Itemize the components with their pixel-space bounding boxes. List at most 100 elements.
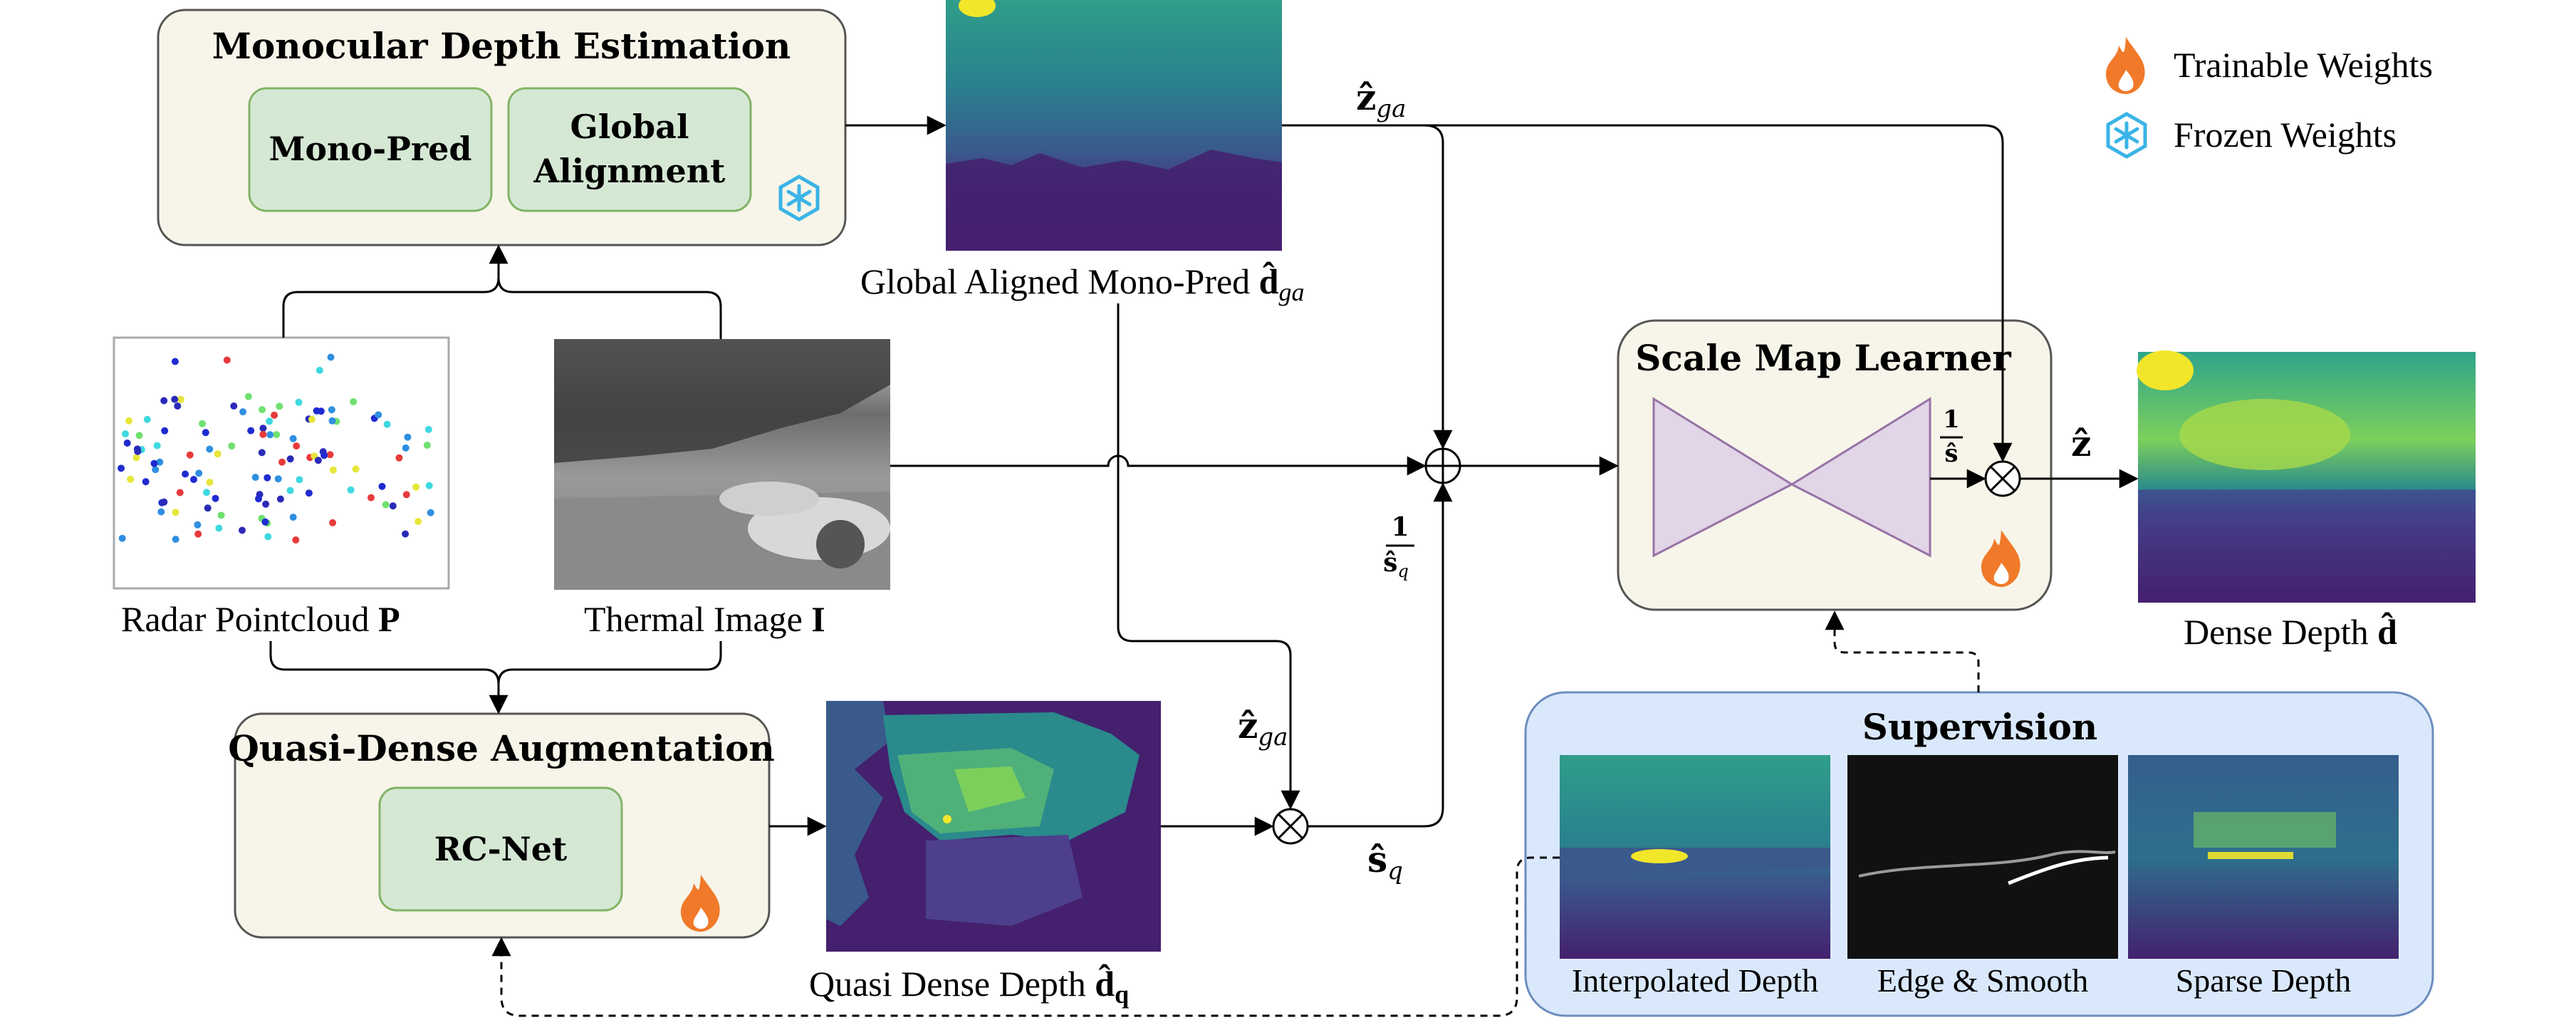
radar-point	[425, 482, 433, 489]
z-ga-top-label: ẑga	[1356, 76, 1406, 123]
radar-point	[266, 417, 273, 425]
radar-point	[276, 495, 284, 503]
radar-point	[150, 459, 158, 467]
interpolated-depth-label: Interpolated Depth	[1572, 962, 1818, 999]
radar-point	[177, 395, 184, 403]
scale-map-learner-block: Scale Map Learner 1 ŝ	[1617, 319, 2053, 611]
legend-trainable-label: Trainable Weights	[2174, 45, 2433, 85]
radar-point	[347, 486, 355, 494]
radar-point	[352, 465, 360, 473]
radar-point	[264, 474, 271, 482]
snowflake-icon	[778, 175, 820, 222]
fire-icon	[1981, 530, 2020, 587]
radar-point	[383, 420, 391, 428]
inverse-sq-fraction: 1 ŝq	[1383, 512, 1414, 581]
global-alignment-label-2: Alignment	[533, 152, 726, 190]
z-out-label: ẑ	[2071, 422, 2091, 464]
radar-point	[156, 458, 164, 466]
radar-point	[404, 433, 412, 441]
sum-operator-icon	[1424, 447, 1461, 484]
radar-point	[212, 494, 219, 502]
radar-point	[367, 494, 375, 501]
radar-point	[152, 466, 160, 474]
global-aligned-caption: Global Aligned Mono-Pred d̂ga	[860, 261, 1304, 306]
radar-point	[414, 518, 422, 526]
radar-point	[402, 530, 410, 538]
radar-point	[157, 508, 165, 516]
radar-point	[262, 500, 270, 508]
radar-point	[402, 444, 410, 452]
radar-point	[174, 402, 182, 410]
radar-point	[239, 526, 246, 534]
radar-point	[206, 479, 214, 487]
radar-point	[289, 514, 297, 521]
radar-point	[204, 504, 212, 512]
radar-point	[382, 501, 390, 509]
fire-icon	[2106, 37, 2145, 94]
radar-point	[296, 476, 303, 484]
radar-point	[329, 519, 337, 526]
radar-point	[259, 425, 267, 432]
quasi-block-title: Quasi-Dense Augmentation	[228, 727, 775, 769]
radar-point	[118, 534, 126, 542]
radar-point	[289, 435, 297, 442]
radar-caption: Radar Pointcloud P	[121, 599, 400, 639]
radar-point	[395, 454, 403, 462]
radar-point	[328, 406, 335, 414]
radar-point	[328, 417, 336, 425]
radar-point	[427, 509, 434, 516]
radar-point	[190, 476, 197, 484]
multiply-operator-icon	[1272, 808, 1309, 845]
legend-frozen-label: Frozen Weights	[2174, 115, 2397, 155]
supervision-block: Supervision Interpolated Depth Edge & Sm…	[1524, 691, 2434, 1017]
radar-point	[424, 425, 432, 433]
svg-text:ŝq: ŝq	[1383, 548, 1409, 581]
supervision-title: Supervision	[1862, 706, 2097, 748]
radar-point	[160, 498, 168, 506]
radar-point	[273, 431, 281, 439]
radar-point	[375, 411, 382, 419]
radar-point	[320, 452, 328, 459]
thermal-caption: Thermal Image I	[584, 599, 825, 639]
z-ga-mid-label: ẑga	[1238, 704, 1288, 751]
rc-net-box	[378, 786, 623, 912]
radar-point	[142, 478, 150, 486]
radar-point	[214, 450, 221, 458]
radar-point	[223, 356, 231, 364]
radar-point	[171, 395, 179, 403]
radar-point	[274, 475, 282, 483]
radar-point	[172, 536, 179, 543]
rc-net-label: RC-Net	[434, 830, 568, 868]
radar-point	[182, 470, 189, 478]
radar-point	[125, 417, 132, 425]
radar-point	[316, 366, 323, 374]
quasi-caption: Quasi Dense Depth d̂q	[809, 963, 1129, 1009]
radar-point	[259, 406, 266, 414]
radar-point	[133, 445, 141, 453]
radar-point	[261, 518, 269, 526]
radar-point	[171, 358, 179, 365]
dense-caption: Dense Depth d̂	[2184, 611, 2397, 652]
radar-point	[402, 491, 410, 499]
dense-depth-image	[2137, 350, 2476, 603]
encoder-decoder-bowtie	[1652, 397, 1931, 558]
radar-point	[389, 502, 397, 510]
radar-point	[313, 407, 320, 415]
radar-pointcloud-image	[113, 336, 450, 590]
radar-point	[160, 397, 168, 405]
radar-point	[378, 482, 386, 490]
global-alignment-box	[507, 87, 752, 212]
radar-point	[153, 442, 161, 449]
connectors	[269, 115, 2139, 836]
radar-point	[118, 464, 125, 472]
radar-point	[132, 454, 140, 462]
radar-point	[161, 427, 169, 435]
radar-point	[215, 524, 223, 532]
radar-point	[286, 487, 294, 494]
svg-text:1: 1	[1391, 512, 1409, 542]
edge-smooth-image	[1847, 755, 2118, 959]
radar-point	[186, 451, 194, 459]
radar-point	[127, 475, 135, 483]
radar-point	[412, 483, 420, 491]
sparse-depth-label: Sparse Depth	[2176, 962, 2352, 999]
